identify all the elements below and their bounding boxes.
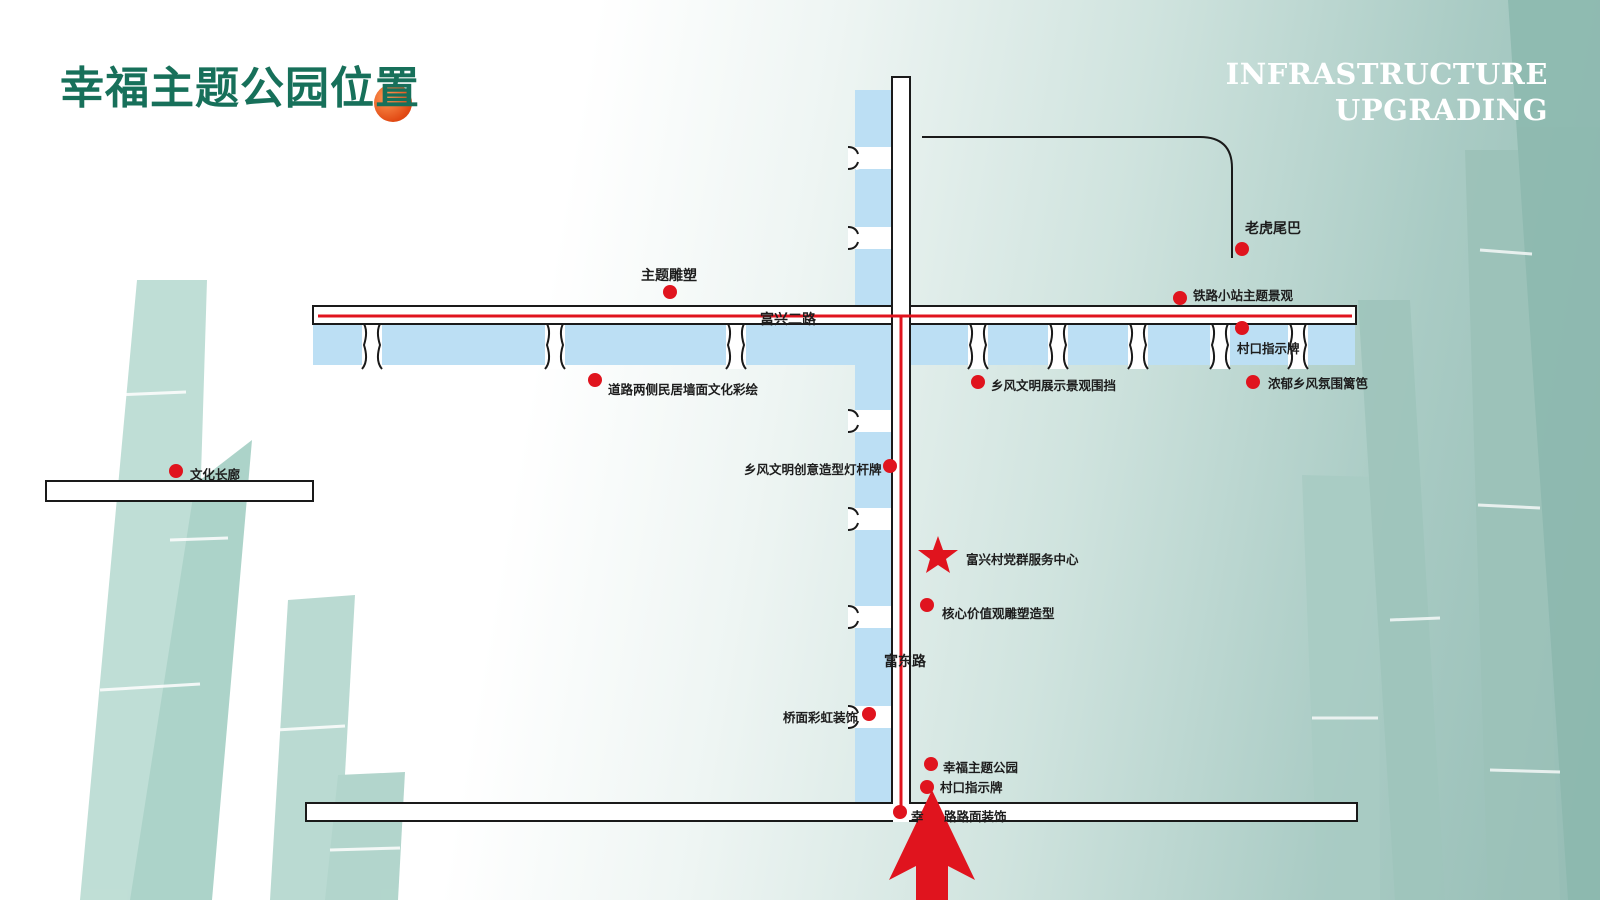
red-dot-icon — [169, 464, 183, 478]
title-orange-dot — [374, 84, 412, 122]
red-dot-icon — [663, 285, 677, 299]
label-road-decoration: 路路面装饰 — [944, 809, 1007, 824]
label-village-sign-east: 村口指示牌 — [1237, 341, 1300, 356]
arrow-up-icon — [889, 790, 975, 900]
red-dot-icon — [971, 375, 985, 389]
red-dot-icon — [1246, 375, 1260, 389]
star-icon — [918, 536, 958, 573]
label-theme-sculpture: 主题雕塑 — [641, 268, 697, 284]
label-culture-corridor: 文化长廊 — [190, 467, 241, 482]
red-dot-icon — [862, 707, 876, 721]
label-village-sign-south: 村口指示牌 — [940, 780, 1003, 795]
label-fence: 浓郁乡风氛围篱笆 — [1268, 376, 1369, 391]
markers — [169, 242, 1260, 819]
subtitle-line-1: INFRASTRUCTURE — [1225, 57, 1548, 91]
road-label-fuxing2: 富兴二路 — [760, 312, 816, 328]
label-road-decoration-prefix: 幸 — [911, 809, 924, 824]
canal-bridges — [361, 320, 1309, 370]
red-dot-icon — [1235, 242, 1249, 256]
red-dot-icon — [883, 459, 897, 473]
red-dot-icon — [588, 373, 602, 387]
label-laohu: 老虎尾巴 — [1245, 221, 1301, 237]
label-bridge-rainbow: 桥面彩虹装饰 — [783, 710, 859, 725]
label-core-values: 核心价值观雕塑造型 — [942, 606, 1055, 621]
red-dot-icon — [1235, 321, 1249, 335]
red-dot-icon — [924, 757, 938, 771]
red-dot-icon — [920, 780, 934, 794]
label-happy-park: 幸福主题公园 — [943, 760, 1019, 775]
label-civility-wall: 乡风文明展示景观围挡 — [991, 378, 1117, 393]
red-dot-icon — [893, 805, 907, 819]
page-subtitle: INFRASTRUCTURE UPGRADING — [1226, 56, 1548, 128]
label-wall-painting: 道路两侧民居墙面文化彩绘 — [608, 382, 759, 397]
bamboo-decoration — [80, 0, 1600, 900]
road-label-fudong: 富东路 — [884, 654, 926, 670]
subtitle-line-2: UPGRADING — [1335, 93, 1548, 127]
label-lamp-sign: 乡风文明创意造型灯杆牌 — [744, 462, 882, 477]
river-network — [313, 90, 1355, 805]
route-lines — [318, 314, 1352, 812]
page-title: 幸福主题公园位置 — [60, 63, 420, 114]
label-service-center: 富兴村党群服务中心 — [966, 552, 1079, 567]
label-railway-station: 铁路小站主题景观 — [1193, 288, 1294, 303]
red-dot-icon — [920, 598, 934, 612]
red-dot-icon — [1173, 291, 1187, 305]
